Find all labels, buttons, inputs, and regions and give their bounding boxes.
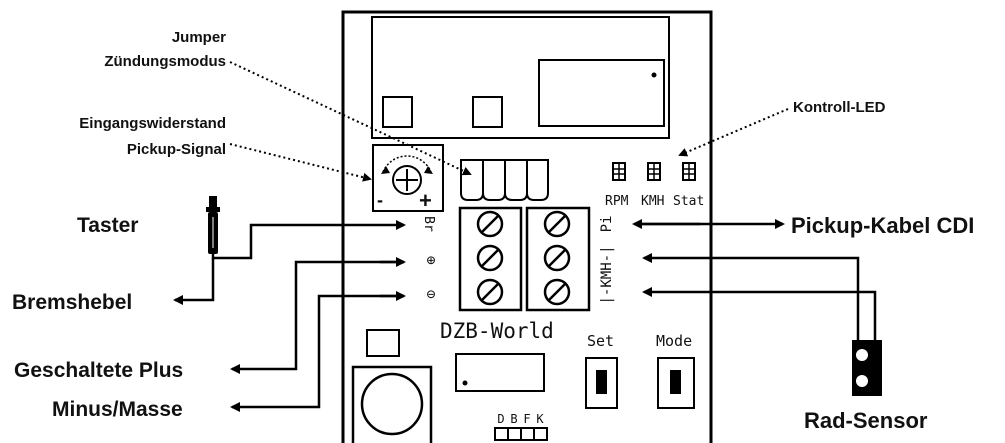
led-stat — [682, 162, 696, 181]
relay-dot — [651, 72, 657, 78]
label-taster: Taster — [77, 214, 138, 237]
led-label-stat: Stat — [673, 194, 704, 209]
pin-label-plus: ⊕ — [426, 251, 435, 269]
jumper-letter-d: D — [497, 412, 504, 426]
buzzer — [351, 365, 433, 443]
pin-label-pi: Pi — [599, 216, 615, 233]
jumper-letter-f: F — [523, 412, 530, 426]
mode-switch[interactable] — [657, 357, 695, 409]
wire-kmh-bottom — [642, 287, 877, 343]
wire-plus — [230, 260, 404, 374]
label-geschaltete-plus: Geschaltete Plus — [14, 359, 183, 382]
top-module — [371, 16, 670, 139]
pin-label-kmh: |-KMH-| — [599, 245, 615, 304]
led-kmh — [647, 162, 661, 181]
wire-kmh-top — [642, 253, 860, 343]
label-bremshebel: Bremshebel — [12, 291, 132, 314]
callout-resistor-line2: Pickup-Signal — [127, 141, 226, 158]
chip-dot — [462, 380, 468, 386]
wire-br — [211, 220, 406, 260]
set-switch[interactable] — [585, 357, 618, 409]
label-pickup-cdi: Pickup-Kabel CDI — [791, 213, 974, 238]
component-square-2 — [472, 96, 503, 128]
pin-label-br: Br — [421, 216, 436, 232]
label-rad-sensor: Rad-Sensor — [804, 408, 928, 433]
led-label-rpm: RPM — [605, 194, 629, 209]
wire-bremshebel — [173, 258, 215, 305]
wire-minus — [230, 294, 404, 412]
callout-resistor-pointer — [229, 143, 372, 182]
pot-plus-label: + — [419, 188, 432, 213]
led-rpm — [612, 162, 626, 181]
jumper-letter-b: B — [510, 412, 517, 426]
callout-jumper-pointer — [229, 61, 472, 176]
mode-label: Mode — [656, 332, 692, 350]
callout-jumper-line1: Jumper — [172, 29, 226, 46]
jumper-block — [460, 159, 549, 201]
led-label-kmh: KMH — [641, 194, 664, 209]
pin-label-minus: ⊖ — [426, 285, 435, 303]
taster-button-component — [206, 196, 220, 254]
relay-block — [538, 59, 665, 127]
set-label: Set — [587, 332, 614, 350]
brand-label: DZB-World — [440, 319, 554, 343]
dbfk-header — [494, 427, 548, 441]
callout-jumper-line2: Zündungsmodus — [104, 53, 226, 70]
component-square-1 — [382, 96, 413, 128]
pot-minus-label: - — [377, 190, 383, 210]
chip — [455, 353, 545, 392]
terminal-block-left — [458, 206, 523, 312]
jumper-letter-k: K — [536, 412, 544, 426]
label-minus-masse: Minus/Masse — [52, 398, 183, 421]
callout-led: Kontroll-LED — [793, 99, 886, 116]
rad-sensor-component — [852, 340, 882, 396]
terminal-block-right — [525, 206, 591, 312]
callout-resistor-line1: Eingangswiderstand — [79, 115, 226, 132]
small-component — [366, 329, 400, 357]
